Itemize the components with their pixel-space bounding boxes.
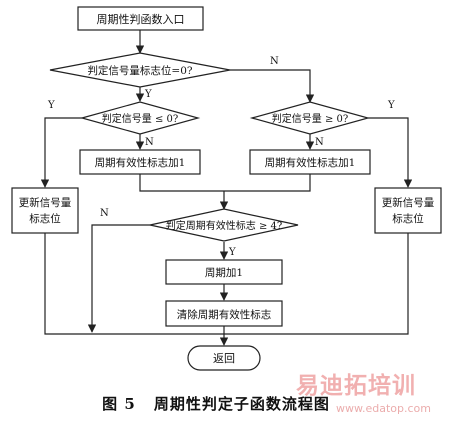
d4-yes-label: Y: [228, 247, 236, 258]
watermark-url: www.edatop.com: [336, 402, 431, 415]
d3-no-label: N: [315, 137, 324, 148]
d2-label: 判定信号量 ≤ 0?: [102, 112, 178, 125]
figure-caption: 图 5 周期性判定子函数流程图: [0, 393, 450, 414]
node-labels: 周期性判函数入口 判定信号量标志位=0? 判定信号量 ≤ 0? 判定信号量 ≥ …: [19, 12, 435, 365]
nodes: [11, 6, 442, 371]
d1-yes-label: Y: [144, 89, 152, 100]
edge-d4-no: [87, 224, 150, 333]
d3-yes-label: Y: [387, 100, 395, 111]
u1-label-line2: 标志位: [29, 212, 61, 225]
edge-p2-merge: [224, 174, 311, 192]
decision-valid-flag-ge-four: [149, 208, 299, 242]
u2-label-line2: 标志位: [392, 212, 424, 225]
d2-yes-label: Y: [47, 100, 55, 111]
figure-number: 图 5: [102, 395, 136, 413]
edge-u2-bottom: [224, 233, 409, 335]
process-update-signal-right: [374, 187, 442, 234]
p2-label: 周期有效性标志加1: [265, 156, 356, 169]
watermark-logo: 易迪拓培训: [296, 373, 416, 399]
p3-label: 周期加1: [205, 267, 243, 279]
d1-label: 判定信号量标志位=0?: [87, 64, 192, 77]
p4-label: 清除周期有效性标志: [177, 308, 272, 321]
start-label: 周期性判函数入口: [97, 12, 185, 26]
end-label: 返回: [213, 352, 235, 365]
edge-labels: Y N N Y N Y Y N: [47, 56, 395, 258]
decision-flag-zero: [49, 52, 231, 88]
edge-d3-u2: [368, 117, 413, 188]
u2-label-line1: 更新信号量: [382, 196, 435, 209]
edges: [40, 30, 413, 346]
decision-signal-ge-zero: [249, 101, 371, 135]
edge-d2-u1: [40, 117, 82, 188]
process-period-inc: [165, 259, 283, 285]
process-clear-valid-flag: [165, 300, 283, 327]
figure-title: 周期性判定子函数流程图: [153, 395, 330, 413]
p1-label: 周期有效性标志加1: [95, 156, 186, 169]
process-update-signal-left: [11, 187, 79, 234]
edge-d1-d3: [230, 69, 315, 103]
edge-u1-bottom: [44, 233, 224, 335]
d3-label: 判定信号量 ≥ 0?: [272, 112, 348, 125]
d4-label: 判定周期有效性标志 ≥ 4?: [166, 219, 282, 232]
end-node: [187, 345, 261, 371]
d2-no-label: N: [145, 137, 154, 148]
d1-no-label: N: [270, 56, 279, 67]
process-valid-flag-inc-left: [79, 149, 201, 175]
process-valid-flag-inc-right: [249, 149, 371, 175]
u1-label-line1: 更新信号量: [19, 196, 72, 209]
edge-p1-merge: [139, 174, 224, 192]
d4-no-label: N: [100, 208, 109, 219]
decision-signal-le-zero: [79, 101, 201, 135]
start-node: [77, 6, 204, 31]
